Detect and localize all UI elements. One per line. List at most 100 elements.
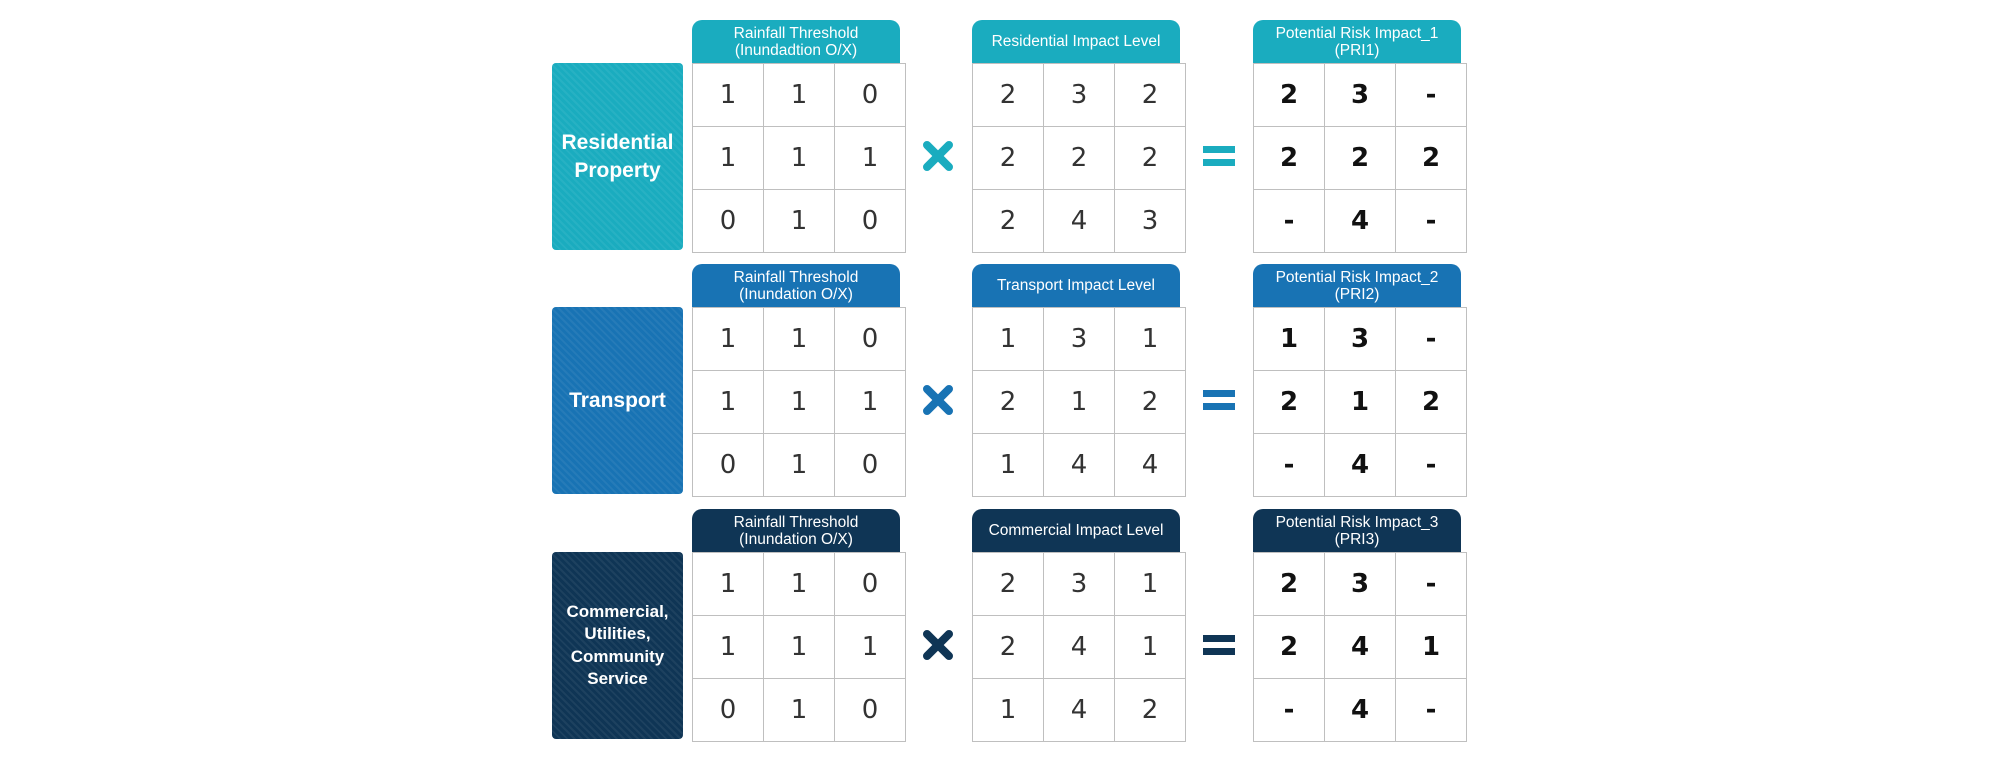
matrix-cell: 1 (1395, 615, 1467, 679)
matrix-cell: 1 (1114, 552, 1186, 616)
matrix-cell: 1 (692, 126, 764, 190)
category-label: Commercial, Utilities, Community Service (566, 602, 669, 688)
matrix-cell: 1 (763, 370, 835, 434)
matrix-cell: - (1395, 552, 1467, 616)
matrix-cell: 4 (1043, 433, 1115, 497)
matrix-cell: 2 (1395, 126, 1467, 190)
matrix-cell: 1 (763, 552, 835, 616)
matrix-cell: 2 (1253, 615, 1325, 679)
matrix-cell: 2 (972, 370, 1044, 434)
matrix-cell: 1 (834, 370, 906, 434)
multiply-icon (923, 141, 953, 171)
matrix-cell: 1 (692, 307, 764, 371)
matrix-cell: 2 (972, 615, 1044, 679)
matrix-cell: 3 (1324, 307, 1396, 371)
matrix-cell: - (1395, 307, 1467, 371)
matrix-cell: 1 (692, 615, 764, 679)
matrix-cell: 2 (1253, 370, 1325, 434)
matrix-cell: 2 (972, 63, 1044, 127)
risk-header-text: Potential Risk Impact_1 (PRI1) (1275, 24, 1439, 59)
matrix-cell: 1 (763, 63, 835, 127)
matrix-cell: 4 (1324, 678, 1396, 742)
matrix-cell: 2 (972, 552, 1044, 616)
matrix-cell: 1 (1253, 307, 1325, 371)
threshold-header-text: Rainfall Threshold (Inundation O/X) (733, 268, 859, 303)
matrix-cell: 1 (834, 615, 906, 679)
matrix-cell: 1 (763, 678, 835, 742)
matrix-cell: 2 (1114, 126, 1186, 190)
matrix-cell: 4 (1043, 678, 1115, 742)
matrix-cell: - (1395, 189, 1467, 253)
matrix-cell: 2 (1253, 63, 1325, 127)
matrix-cell: 1 (972, 307, 1044, 371)
risk-header: Potential Risk Impact_3 (PRI3) (1253, 509, 1461, 552)
matrix-cell: 1 (1114, 307, 1186, 371)
multiply-icon (923, 385, 953, 415)
impact-header-text: Commercial Impact Level (988, 522, 1164, 539)
matrix-cell: 1 (1114, 615, 1186, 679)
matrix-cell: 0 (834, 307, 906, 371)
matrix-cell: 4 (1324, 189, 1396, 253)
matrix-cell: 0 (834, 678, 906, 742)
row-commercial: Commercial, Utilities, Community Service… (0, 507, 2008, 752)
matrix-cell: - (1253, 678, 1325, 742)
matrix-cell: 2 (972, 126, 1044, 190)
matrix-cell: 3 (1043, 63, 1115, 127)
matrix-cell: - (1395, 63, 1467, 127)
category-box: Transport (552, 307, 683, 494)
equals-icon (1203, 635, 1235, 655)
matrix-cell: 4 (1043, 189, 1115, 253)
threshold-header-text: Rainfall Threshold (Inundadtion O/X) (733, 24, 859, 59)
matrix-cell: 2 (972, 189, 1044, 253)
row-transport: Transport Rainfall Threshold (Inundation… (0, 262, 2008, 507)
category-box: Commercial, Utilities, Community Service (552, 552, 683, 739)
matrix-cell: 1 (763, 189, 835, 253)
multiply-icon (923, 630, 953, 660)
matrix-cell: 4 (1114, 433, 1186, 497)
threshold-header: Rainfall Threshold (Inundation O/X) (692, 509, 900, 552)
matrix-cell: 2 (1114, 370, 1186, 434)
matrix-cell: 2 (1395, 370, 1467, 434)
threshold-header-text: Rainfall Threshold (Inundation O/X) (733, 513, 859, 548)
matrix-cell: 1 (763, 433, 835, 497)
matrix-cell: 1 (692, 370, 764, 434)
impact-header: Transport Impact Level (972, 264, 1180, 307)
matrix-cell: 2 (1253, 552, 1325, 616)
matrix-cell: 0 (834, 189, 906, 253)
matrix-cell: 1 (972, 678, 1044, 742)
matrix-cell: 2 (1114, 63, 1186, 127)
matrix-cell: 2 (1114, 678, 1186, 742)
impact-header-text: Residential Impact Level (991, 33, 1161, 50)
category-label: Transport (569, 388, 666, 412)
matrix-cell: 1 (692, 63, 764, 127)
matrix-cell: 3 (1324, 552, 1396, 616)
matrix-cell: 3 (1043, 307, 1115, 371)
matrix-cell: 1 (834, 126, 906, 190)
matrix-cell: 0 (834, 552, 906, 616)
impact-header: Residential Impact Level (972, 20, 1180, 63)
matrix-cell: 2 (1324, 126, 1396, 190)
matrix-cell: 1 (763, 307, 835, 371)
matrix-cell: 1 (1043, 370, 1115, 434)
category-label: Residential Property (561, 131, 674, 182)
risk-header-text: Potential Risk Impact_3 (PRI3) (1275, 513, 1439, 548)
equals-icon (1203, 146, 1235, 166)
matrix-cell: 3 (1324, 63, 1396, 127)
threshold-header: Rainfall Threshold (Inundation O/X) (692, 264, 900, 307)
matrix-cell: 0 (834, 63, 906, 127)
matrix-cell: 0 (692, 189, 764, 253)
matrix-cell: 0 (834, 433, 906, 497)
category-box: Residential Property (552, 63, 683, 250)
matrix-cell: 0 (692, 433, 764, 497)
matrix-cell: 3 (1114, 189, 1186, 253)
matrix-cell: 3 (1043, 552, 1115, 616)
matrix-cell: - (1253, 433, 1325, 497)
impact-header-text: Transport Impact Level (997, 277, 1155, 294)
